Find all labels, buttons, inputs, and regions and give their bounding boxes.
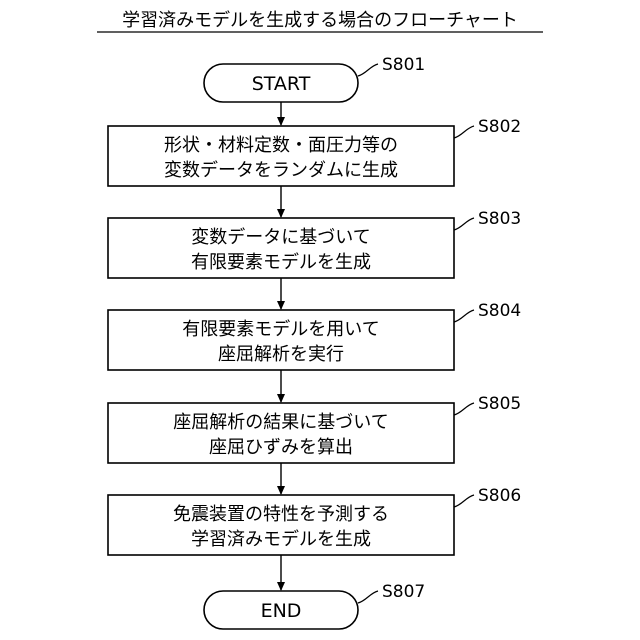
step-id: S806 [478,486,521,506]
step-id: S804 [478,301,521,321]
step-id: S803 [478,209,521,229]
process-line-2: 変数データをランダムに生成 [164,160,398,181]
step-id: S802 [478,117,521,137]
process-line-1: 免震装置の特性を予測する [173,504,389,525]
start-step-id: S801 [382,55,425,75]
process-line-1: 変数データに基づいて [191,227,370,248]
step-leader [454,495,474,507]
step-id: S805 [478,394,521,414]
start-step-leader [358,64,378,76]
process-line-2: 座屈解析を実行 [218,344,344,365]
end-step-id: S807 [382,582,425,602]
step-leader [454,310,474,322]
chart-title: 学習済みモデルを生成する場合のフローチャート [122,10,518,31]
process-line-1: 座屈解析の結果に基づいて [173,412,388,433]
end-label: END [261,600,302,622]
step-leader [454,218,474,230]
process-line-2: 有限要素モデルを生成 [191,252,371,273]
process-line-2: 学習済みモデルを生成 [191,529,371,550]
process-line-1: 有限要素モデルを用いて [182,319,379,340]
process-line-1: 形状・材料定数・面圧力等の [164,135,398,156]
start-label: START [252,73,311,95]
step-leader [454,403,474,415]
end-step-leader [358,591,378,603]
step-leader [454,126,474,138]
process-line-2: 座屈ひずみを算出 [209,437,353,458]
